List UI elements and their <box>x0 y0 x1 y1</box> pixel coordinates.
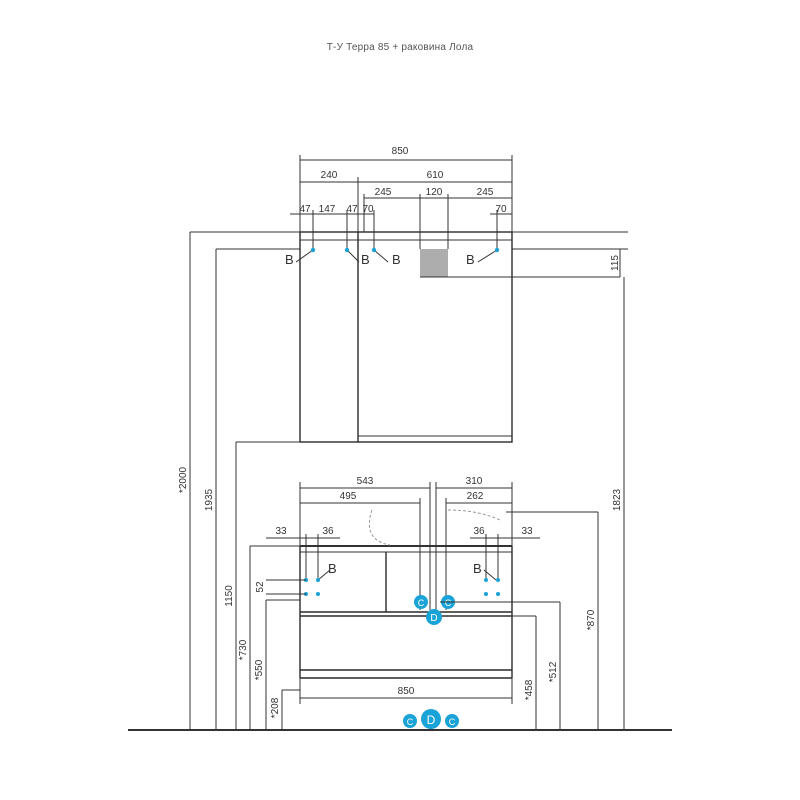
mirror-cabinet-outline <box>299 231 513 443</box>
socket-dot <box>344 247 350 253</box>
dim-115-group: 115 <box>512 248 628 277</box>
mirror-outlet-markers: B B B B <box>285 247 500 267</box>
water-connections: C C D C D C <box>403 595 459 729</box>
dim-208: *208 <box>270 697 281 718</box>
basin-outline <box>368 509 391 546</box>
socket-dot <box>316 592 320 596</box>
connection-c-left <box>414 595 428 609</box>
light-fixture-hatch <box>420 249 448 277</box>
dim-52: 52 <box>255 581 266 593</box>
dim-458: *458 <box>524 679 535 700</box>
dim-115: 115 <box>610 255 621 271</box>
dim-36-a: 36 <box>322 526 334 537</box>
dim-550: *550 <box>254 659 265 680</box>
socket-dot <box>316 578 320 582</box>
drawing-title: Т-У Терра 85 + раковина Лола <box>326 42 474 53</box>
dim-70-a: 70 <box>362 204 374 215</box>
svg-text:C: C <box>407 717 414 727</box>
dim-543: 543 <box>357 476 374 487</box>
dim-70-b: 70 <box>495 204 507 215</box>
dim-262: 262 <box>467 491 484 502</box>
svg-text:C: C <box>449 717 456 727</box>
mirror-top-dimensions: 850 240 610 245 120 245 47 147 47 70 70 <box>290 146 513 249</box>
marker-b-6: B <box>473 561 482 576</box>
dim-33-a: 33 <box>275 526 287 537</box>
connection-d <box>426 609 442 625</box>
svg-text:C: C <box>445 598 452 608</box>
marker-b-1: B <box>285 252 294 267</box>
marker-b-5: B <box>328 561 337 576</box>
socket-dot <box>371 247 377 253</box>
svg-text:D: D <box>427 713 436 727</box>
mirror-cabinet <box>299 231 620 443</box>
dim-870: *870 <box>586 609 597 630</box>
dim-512: *512 <box>548 661 559 682</box>
marker-b-4: B <box>466 252 475 267</box>
socket-dot <box>494 247 500 253</box>
dim-610: 610 <box>427 170 444 181</box>
marker-b-3: B <box>392 252 401 267</box>
dim-36-b: 36 <box>473 526 485 537</box>
dim-33-b: 33 <box>521 526 533 537</box>
vanity-bottom-dimension: 850 <box>299 678 513 704</box>
dim-245-right: 245 <box>477 187 494 198</box>
right-height-dimensions: 1823 *870 *512 *458 <box>440 231 628 730</box>
socket-dot <box>496 592 500 596</box>
socket-dot <box>310 247 316 253</box>
dim-47-a: 47 <box>299 204 311 215</box>
socket-dot <box>496 578 500 582</box>
dim-245-left: 245 <box>375 187 392 198</box>
left-height-dimensions: *2000 1935 1150 *730 *550 *208 <box>178 231 300 730</box>
dim-2000: *2000 <box>178 466 189 493</box>
socket-dot <box>484 592 488 596</box>
dim-47-b: 47 <box>346 204 358 215</box>
marker-b-2: B <box>361 252 370 267</box>
floor-connection-c-left <box>403 714 417 728</box>
floor-connection-d <box>421 709 441 729</box>
svg-text:D: D <box>430 613 437 624</box>
vanity-outlet-markers: B B 52 <box>255 561 500 596</box>
dim-850-top: 850 <box>392 146 409 157</box>
dim-1935: 1935 <box>204 488 215 511</box>
dim-310: 310 <box>466 476 483 487</box>
floor-connection-c-right <box>445 714 459 728</box>
dim-850-bottom: 850 <box>398 686 415 697</box>
socket-dot <box>484 578 488 582</box>
dim-1823: 1823 <box>612 488 623 511</box>
dim-147: 147 <box>319 204 336 215</box>
svg-text:C: C <box>418 598 425 608</box>
dim-120: 120 <box>426 187 443 198</box>
dim-240: 240 <box>321 170 338 181</box>
dim-495: 495 <box>340 491 357 502</box>
vanity-top-dimensions: 543 310 495 262 33 36 36 33 <box>266 476 540 610</box>
dim-1150: 1150 <box>224 585 235 607</box>
dim-730: *730 <box>238 639 249 660</box>
